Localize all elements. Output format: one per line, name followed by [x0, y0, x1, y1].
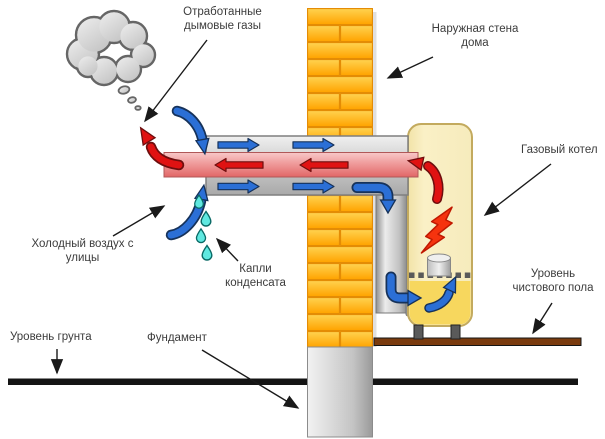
label-gas-boiler: Газовый котел — [521, 144, 598, 156]
pointer-arrows — [50, 39, 553, 409]
label-ground-level: Уровень грунта — [10, 331, 92, 343]
cold-air-inlet-bottom-arrow-icon — [165, 183, 209, 241]
pointer-arrow-icon — [144, 39, 208, 123]
smoke-cloud-icon — [65, 9, 157, 111]
air-into-boiler-arrow-icon — [385, 271, 423, 307]
flame-icon — [420, 206, 453, 254]
cold-air-inlet-top-arrow-icon — [171, 105, 210, 156]
foundation-block — [307, 346, 373, 438]
pointer-arrow-icon — [112, 205, 166, 237]
label-outer-wall: Наружная стена дома — [431, 23, 519, 50]
pointer-arrow-icon — [386, 56, 434, 79]
label-floor-level: Уровень чистового пола — [512, 268, 594, 295]
label-exhaust-gases: Отработанные дымовые газы — [183, 6, 262, 33]
pointer-arrow-icon — [215, 237, 239, 262]
pointer-arrow-icon — [532, 302, 553, 335]
inner-exhaust-pipe — [163, 152, 419, 178]
exhaust-exit-arrow-icon — [139, 126, 185, 171]
floor-line — [373, 337, 582, 346]
label-cold-air: Холодный воздух с улицы — [31, 238, 134, 265]
cold-air-arrow-icon — [217, 137, 335, 194]
pointer-arrow-icon — [483, 163, 552, 216]
condensate-drops-icon — [194, 194, 213, 261]
exhaust-from-boiler-arrow-icon — [406, 156, 444, 204]
label-condensate: Капли конденсата — [225, 263, 286, 290]
exhaust-arrow-icon — [214, 157, 349, 173]
burner-icon — [427, 253, 451, 277]
air-to-burner-arrow-icon — [424, 275, 457, 313]
air-turn-down-arrow-icon — [351, 182, 397, 215]
ground-level-line — [8, 378, 578, 385]
label-foundation: Фундамент — [147, 332, 207, 344]
pointer-arrow-icon — [201, 349, 300, 409]
boiler-legs — [413, 324, 461, 340]
